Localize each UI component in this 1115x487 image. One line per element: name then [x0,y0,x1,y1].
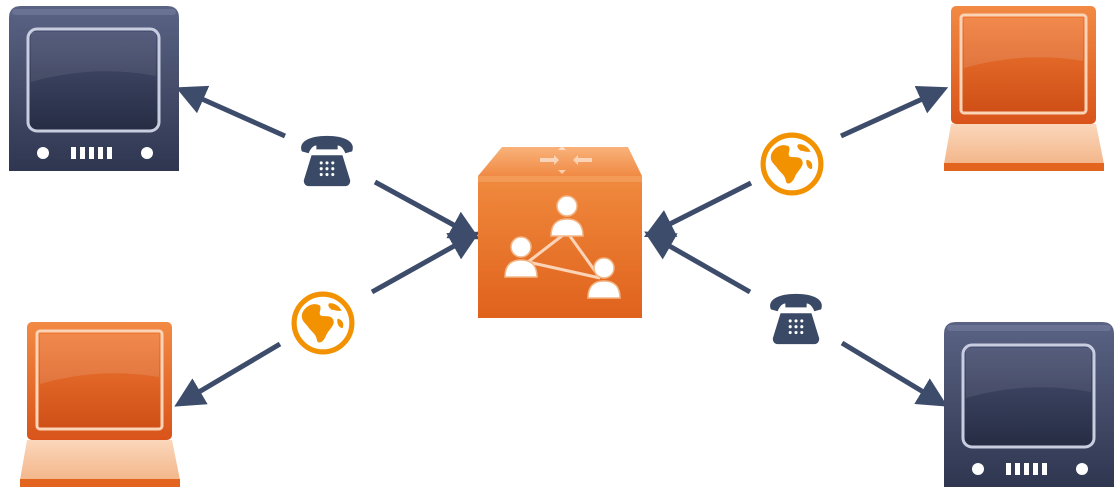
arrow-to-hub [373,179,480,240]
laptop-icon [20,322,180,487]
globe-icon [294,294,352,352]
phone-icon [770,293,822,345]
link-bottom-left [174,231,480,407]
arrow-to-top-right-device [839,86,949,139]
phone-icon [301,135,353,187]
conference-bridge-icon [478,146,642,318]
connection-arrows [174,85,949,407]
arrow-to-bottom-right-device [840,340,948,407]
arrow-to-hub [644,231,752,295]
arrow-to-hub [370,231,480,295]
arrow-to-hub [643,180,753,238]
laptop-icon [944,6,1104,171]
video-monitor-icon [9,6,179,171]
link-top-left [175,85,480,240]
arrow-to-bottom-left-device [174,341,282,407]
link-top-right [643,86,949,238]
video-monitor-icon [944,322,1114,487]
arrow-to-top-left-device [175,85,287,139]
link-bottom-right [644,231,948,407]
globe-icon [763,135,821,193]
